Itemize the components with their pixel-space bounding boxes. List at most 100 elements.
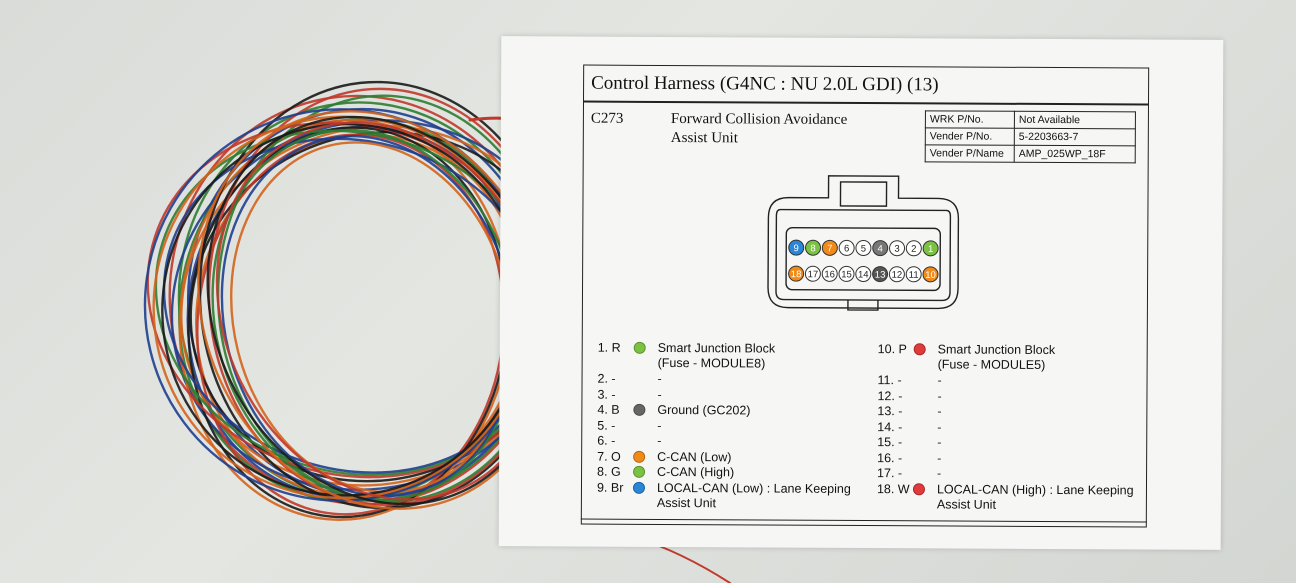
- connector-pin-label: 3: [894, 244, 899, 255]
- connector-pin: [905, 266, 922, 283]
- pin-description-cont: (Fuse - MODULE5): [937, 357, 1046, 372]
- connector-pin: [872, 266, 889, 283]
- pin-description: C-CAN (High): [657, 464, 735, 480]
- part-key: WRK P/No.: [925, 110, 1015, 129]
- connector-pin: [804, 265, 821, 282]
- part-key: Vender P/Name: [925, 144, 1015, 163]
- pin-number: 4. B: [597, 402, 620, 417]
- connector-pins-bottom: 18 17 16 15 14 13 12 11 10: [788, 265, 939, 283]
- connector-pin: [838, 239, 855, 256]
- pin-description: LOCAL-CAN (Low) : Lane Keeping: [656, 480, 851, 496]
- pin-description: -: [937, 419, 942, 434]
- connector-pin-label: 4: [878, 244, 883, 255]
- pin-description-cont: Assist Unit: [936, 496, 996, 512]
- part-row: WRK P/No.Not Available: [925, 110, 1136, 129]
- pin-description: C-CAN (Low): [657, 449, 732, 464]
- pin-number: 14. -: [877, 419, 903, 434]
- connector-pin: [855, 240, 872, 257]
- connector-pin-label: 13: [875, 270, 886, 281]
- pin-description: -: [937, 435, 942, 450]
- wire-color-dot: [633, 450, 646, 463]
- connector-pin-label: 18: [791, 269, 802, 280]
- connector-pin-label: 8: [810, 243, 815, 254]
- connector-pin: [922, 240, 939, 257]
- connector-pin-label: 17: [808, 269, 819, 280]
- unit-name-line2: Assist Unit: [670, 130, 738, 147]
- pin-description: -: [937, 404, 942, 419]
- pin-number: 5. -: [597, 418, 616, 433]
- part-value: AMP_025WP_18F: [1014, 145, 1136, 163]
- pin-description: Smart Junction Block: [657, 340, 776, 356]
- pin-number: 15. -: [877, 435, 903, 450]
- connector-pin: [821, 265, 838, 282]
- connector-pin-label: 2: [911, 244, 916, 255]
- connector-pin-label: 12: [892, 270, 903, 281]
- pin-description: -: [657, 433, 662, 448]
- pin-number: 9. Br: [596, 480, 624, 495]
- pin-number: 12. -: [877, 388, 903, 403]
- pin-number: 2. -: [597, 371, 616, 386]
- pin-description: -: [657, 387, 662, 402]
- wiring-diagram-sheet: Control Harness (G4NC : NU 2.0L GDI) (13…: [498, 36, 1224, 550]
- pin-description: -: [937, 450, 942, 465]
- connector-pin: [821, 239, 838, 256]
- harness-title: Control Harness (G4NC : NU 2.0L GDI) (13…: [591, 72, 939, 96]
- wire-color-dot: [913, 343, 926, 356]
- connector-pin-label: 11: [909, 270, 919, 281]
- connector-pin: [805, 239, 822, 256]
- part-value: 5-2203663-7: [1014, 128, 1136, 146]
- part-number-table: WRK P/No.Not Available Vender P/No.5-220…: [925, 110, 1136, 163]
- connector-pin-label: 5: [861, 243, 866, 254]
- pin-description: -: [937, 466, 942, 481]
- pin-description-cont: (Fuse - MODULE8): [657, 355, 766, 371]
- pin-number: 17. -: [877, 466, 903, 481]
- wire-color-dot: [632, 481, 646, 494]
- part-value: Not Available: [1014, 111, 1136, 129]
- connector-pin: [855, 266, 872, 283]
- connector-pin-label: 10: [925, 270, 936, 281]
- wire-color-dot: [912, 482, 926, 495]
- connector-pin: [905, 240, 922, 257]
- pin-description: Ground (GC202): [657, 402, 751, 418]
- connector-pin-label: 7: [827, 243, 832, 254]
- pin-description-cont: Assist Unit: [656, 495, 716, 510]
- unit-name-line1: Forward Collision Avoidance: [670, 111, 848, 128]
- connector-pin-label: 1: [928, 244, 933, 255]
- pin-number: 7. O: [597, 449, 621, 464]
- pin-number: 10. P: [877, 342, 907, 357]
- pin-number: 1. R: [597, 340, 621, 355]
- pin-description: -: [657, 371, 662, 386]
- pin-description: LOCAL-CAN (High) : Lane Keeping: [936, 481, 1134, 497]
- connector-pin: [922, 266, 939, 283]
- pin-description: -: [657, 418, 662, 433]
- pin-number: 8. G: [597, 464, 621, 479]
- connector-pin-label: 16: [824, 269, 835, 280]
- part-row: Vender P/No.5-2203663-7: [925, 127, 1136, 146]
- connector-pin-label: 14: [858, 269, 869, 280]
- wire-color-dot: [633, 403, 646, 416]
- connector-pin: [889, 240, 906, 257]
- connector-pin: [888, 266, 905, 283]
- part-key: Vender P/No.: [925, 127, 1015, 146]
- connector-code: C273: [590, 110, 624, 127]
- pin-description: Smart Junction Block: [937, 342, 1056, 358]
- pin-number: 18. W: [876, 481, 910, 496]
- connector-pin: [788, 239, 805, 256]
- pin-description: -: [937, 373, 942, 388]
- wire-color-dot: [633, 341, 646, 354]
- connector-pin: [838, 265, 855, 282]
- pin-number: 3. -: [597, 387, 616, 402]
- pin-number: 11. -: [877, 373, 902, 388]
- connector-pin-label: 15: [841, 269, 852, 280]
- pin-description: -: [937, 388, 942, 403]
- pin-number: 6. -: [597, 433, 616, 448]
- connector-pin-label: 6: [844, 243, 849, 254]
- connector-pin: [872, 240, 889, 257]
- connector-pin-label: 9: [794, 243, 799, 254]
- wire-color-dot: [633, 465, 646, 478]
- pin-number: 16. -: [877, 450, 903, 465]
- connector-pin: [788, 265, 805, 282]
